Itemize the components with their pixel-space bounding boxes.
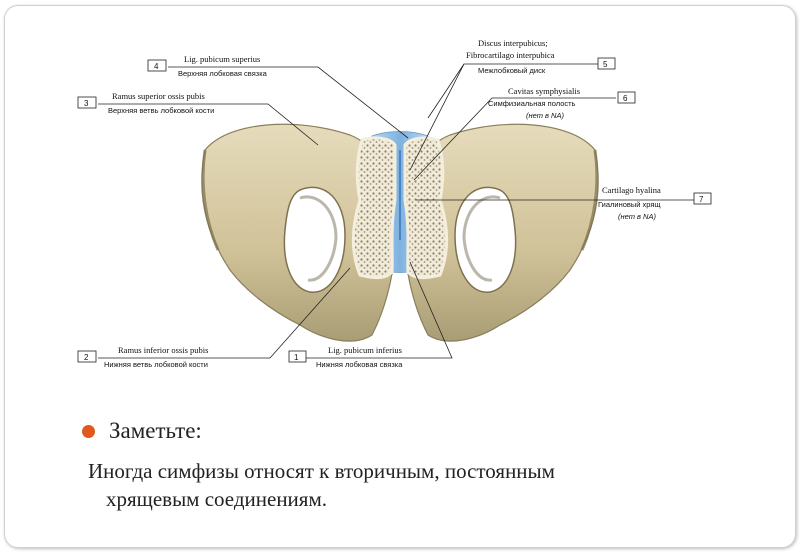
svg-text:(нет в NA): (нет в NA) <box>618 212 656 221</box>
label-2: 2 Ramus inferior ossis pubis Нижняя ветв… <box>77 345 208 369</box>
svg-text:3: 3 <box>84 99 89 108</box>
label-1: 1 Lig. pubicum inferius Нижняя лобковая … <box>288 345 403 369</box>
body-line-2: хрящевым соединениям. <box>106 487 327 511</box>
label-4: 4 Lig. pubicum superius Верхняя лобковая… <box>147 54 268 78</box>
label-6: Cavitas symphysialis Симфизиальная полос… <box>488 86 636 120</box>
svg-text:Discus interpubicus;: Discus interpubicus; <box>478 38 548 48</box>
svg-text:Cavitas symphysialis: Cavitas symphysialis <box>508 86 580 96</box>
bullet-row: Заметьте: <box>82 418 202 444</box>
right-obturator-foramen <box>454 186 517 293</box>
svg-text:5: 5 <box>603 60 608 69</box>
symphysis-illustration: 4 Lig. pubicum superius Верхняя лобковая… <box>77 38 712 369</box>
leader-3 <box>98 103 319 146</box>
left-spongy-bone-section <box>351 136 397 280</box>
svg-text:Cartilago hyalina: Cartilago hyalina <box>602 185 661 195</box>
svg-text:Нижняя лобковая связка: Нижняя лобковая связка <box>316 360 403 369</box>
slide-frame <box>4 5 796 548</box>
leader-1 <box>305 261 453 359</box>
svg-text:2: 2 <box>84 353 89 362</box>
svg-text:Ramus superior ossis pubis: Ramus superior ossis pubis <box>112 91 205 101</box>
leader-2 <box>98 267 351 359</box>
leader-4 <box>168 66 409 139</box>
svg-text:Fibrocartilago interpubica: Fibrocartilago interpubica <box>466 50 555 60</box>
svg-text:Нижняя ветвь лобковой кости: Нижняя ветвь лобковой кости <box>104 360 208 369</box>
svg-text:6: 6 <box>623 94 628 103</box>
leader-6 <box>413 97 616 181</box>
label-5: Discus interpubicus; Fibrocartilago inte… <box>466 38 616 75</box>
svg-text:7: 7 <box>699 195 704 204</box>
leader-5b <box>427 63 465 119</box>
svg-text:Гиалиновый хрящ: Гиалиновый хрящ <box>598 200 661 209</box>
svg-text:1: 1 <box>294 353 299 362</box>
svg-text:Верхняя лобковая связка: Верхняя лобковая связка <box>178 69 268 78</box>
bullet-dot-icon <box>82 424 95 438</box>
body-paragraph: Иногда симфизы относят к вторичным, пост… <box>88 457 688 513</box>
svg-text:Верхняя ветвь лобковой кости: Верхняя ветвь лобковой кости <box>108 106 214 115</box>
svg-text:Lig. pubicum superius: Lig. pubicum superius <box>184 54 260 64</box>
bullet-heading: Заметьте: <box>109 418 202 443</box>
svg-text:Межлобковый диск: Межлобковый диск <box>478 66 546 75</box>
svg-text:(нет в NA): (нет в NA) <box>526 111 564 120</box>
svg-text:Ramus inferior ossis pubis: Ramus inferior ossis pubis <box>118 345 208 355</box>
right-spongy-bone-section <box>403 136 449 280</box>
svg-text:Lig. pubicum inferius: Lig. pubicum inferius <box>328 345 402 355</box>
body-line-1: Иногда симфизы относят к вторичным, пост… <box>88 459 555 483</box>
svg-text:Симфизиальная полость: Симфизиальная полость <box>488 99 576 108</box>
left-obturator-foramen <box>283 186 346 293</box>
label-3: 3 Ramus superior ossis pubis Верхняя вет… <box>77 91 214 115</box>
label-7: Cartilago hyalina Гиалиновый хрящ (нет в… <box>598 185 712 221</box>
svg-text:4: 4 <box>154 62 159 71</box>
